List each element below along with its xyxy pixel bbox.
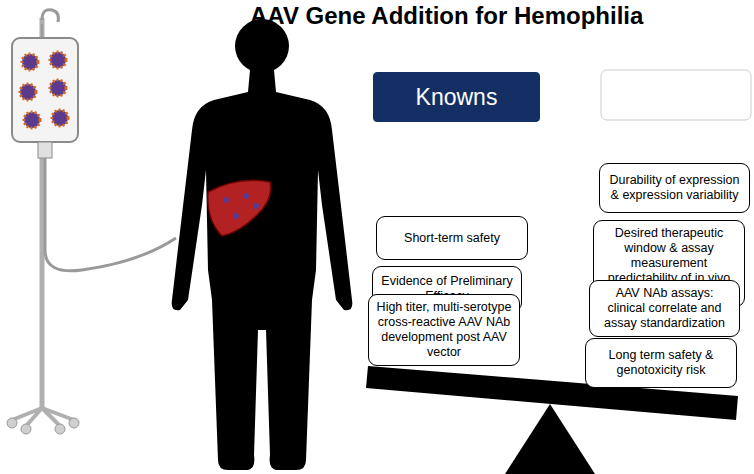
box-text: AAV NAb assays: clinical correlate and a… — [596, 286, 733, 331]
box-text: Durability of expression & expression va… — [606, 173, 743, 203]
box-text: Short-term safety — [404, 231, 500, 246]
factor-box: Durability of expression & expression va… — [599, 163, 750, 213]
box-text: Long term safety & genotoxicity risk — [592, 348, 730, 378]
factor-box: Short-term safety — [376, 216, 528, 260]
box-text: High titer, multi-serotype cross-reactiv… — [375, 300, 513, 360]
factor-box: AAV NAb assays: clinical correlate and a… — [589, 280, 740, 337]
liver — [208, 180, 271, 236]
seesaw-fulcrum — [505, 404, 595, 474]
factor-box: Long term safety & genotoxicity risk — [585, 338, 737, 388]
empty-box — [601, 70, 751, 120]
factor-box: High titer, multi-serotype cross-reactiv… — [368, 294, 520, 366]
person-silhouette — [172, 19, 353, 470]
title: AAV Gene Addition for Hemophilia — [250, 2, 580, 30]
iv-stand — [7, 10, 79, 434]
box-text: Knowns — [416, 84, 498, 111]
header-box: Knowns — [373, 72, 540, 122]
iv-bag — [12, 24, 176, 271]
aav-particles — [20, 52, 68, 128]
